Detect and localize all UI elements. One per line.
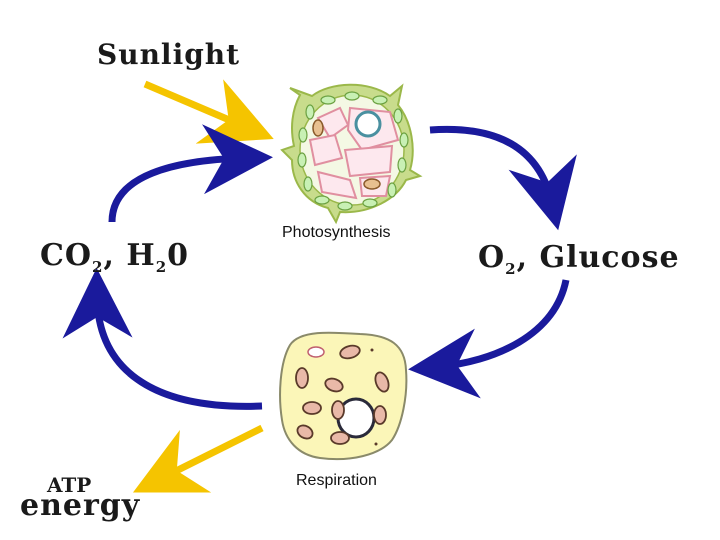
co2-subscript: 2 <box>92 258 104 276</box>
sunlight-text: Sunlight <box>97 38 241 71</box>
h2o-subscript: 2 <box>155 258 168 276</box>
h2o-tail: 0 <box>167 238 189 273</box>
o2-main: O <box>478 240 506 275</box>
energy-text: energy <box>20 488 141 523</box>
arrow-co2-to-photosynthesis <box>108 124 273 223</box>
plant-cell-icon <box>280 83 423 225</box>
energy-label: energy <box>20 488 140 523</box>
arrow-photosynthesis-to-o2 <box>429 125 577 231</box>
photosynthesis-caption: Photosynthesis <box>282 224 391 242</box>
respiration-caption: Respiration <box>296 472 377 490</box>
h2o-main: , H <box>103 238 156 273</box>
co2-main: CO <box>40 238 93 273</box>
atp-text: ATP <box>47 473 92 497</box>
co2-h2o-label: CO2, H20 <box>40 238 189 276</box>
o2-glucose-label: O2, Glucose <box>478 240 680 278</box>
photosynthesis-text: Photosynthesis <box>282 224 391 241</box>
o2-subscript: 2 <box>505 260 517 278</box>
animal-cell-icon <box>279 331 408 461</box>
atp-label: ATP <box>47 473 91 497</box>
sunlight-label: Sunlight <box>97 38 240 71</box>
sunlight-arrow <box>143 79 274 144</box>
glucose-text: , Glucose <box>516 240 680 275</box>
arrow-glucose-to-respiration <box>408 279 570 399</box>
respiration-text: Respiration <box>296 472 377 489</box>
atp-energy-arrow <box>132 424 264 493</box>
arrow-respiration-to-co2 <box>62 268 263 410</box>
